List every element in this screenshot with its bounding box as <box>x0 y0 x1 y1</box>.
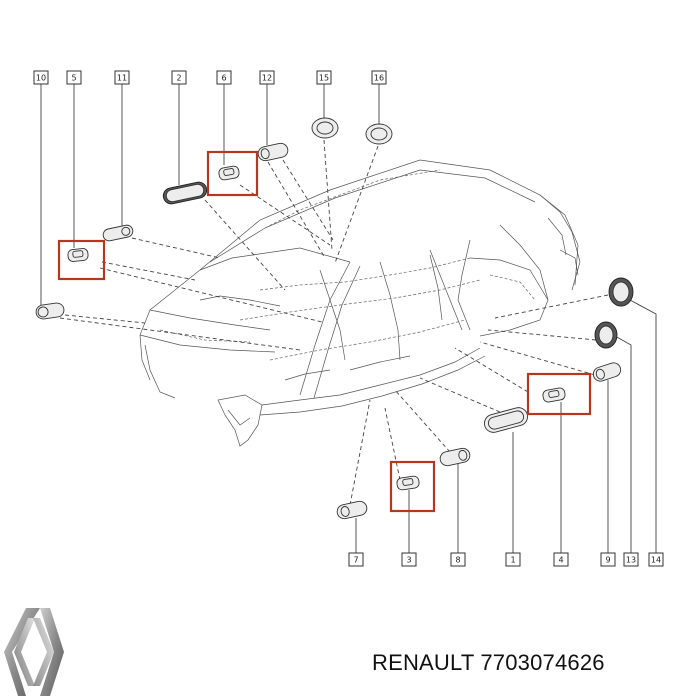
svg-text:15: 15 <box>319 74 329 83</box>
svg-text:13: 13 <box>626 556 636 565</box>
callout-11: 11 <box>114 70 130 85</box>
leader-lines <box>40 84 657 553</box>
plug-part-14 <box>608 277 634 307</box>
callout-13: 13 <box>623 552 639 567</box>
highlight-part-4 <box>526 372 592 416</box>
callout-6: 6 <box>216 70 232 85</box>
callout-16: 16 <box>371 70 387 85</box>
highlight-part-6 <box>206 150 259 197</box>
plug-part-4 <box>542 387 566 403</box>
car-underbody-drawing <box>139 159 581 447</box>
brand-name: RENAULT <box>372 650 475 675</box>
svg-text:4: 4 <box>558 556 563 565</box>
callout-3: 3 <box>401 552 417 567</box>
plug-part-12 <box>257 142 289 162</box>
renault-diamond-logo-icon <box>4 608 64 696</box>
svg-text:12: 12 <box>262 74 272 83</box>
callout-10: 10 <box>33 70 49 85</box>
highlight-part-3 <box>389 460 436 513</box>
plug-part-13 <box>594 321 618 349</box>
svg-text:2: 2 <box>176 74 181 83</box>
callout-2: 2 <box>171 70 187 85</box>
plug-part-8 <box>439 447 471 467</box>
plug-part-9 <box>592 362 622 382</box>
plug-part-15 <box>311 117 339 139</box>
callout-15: 15 <box>316 70 332 85</box>
svg-text:14: 14 <box>651 556 661 565</box>
svg-text:1: 1 <box>510 556 515 565</box>
svg-text:16: 16 <box>374 74 384 83</box>
part-caption: RENAULT 7703074626 <box>372 650 605 676</box>
svg-text:3: 3 <box>406 556 411 565</box>
plug-part-16 <box>365 123 393 145</box>
plug-part-2 <box>162 181 208 205</box>
callout-7: 7 <box>348 552 364 567</box>
callout-labels: 10 5 11 2 6 12 15 16 <box>33 70 664 567</box>
plug-part-5 <box>67 248 89 262</box>
svg-text:11: 11 <box>117 74 127 83</box>
svg-text:7: 7 <box>353 556 358 565</box>
svg-text:10: 10 <box>36 74 46 83</box>
callout-9: 9 <box>600 552 616 567</box>
callout-8: 8 <box>450 552 466 567</box>
callout-12: 12 <box>259 70 275 85</box>
svg-text:6: 6 <box>221 74 226 83</box>
plug-part-7 <box>336 500 368 520</box>
svg-text:9: 9 <box>605 556 610 565</box>
plug-part-11 <box>102 224 134 242</box>
plug-parts <box>35 117 634 520</box>
plug-part-3 <box>396 475 420 491</box>
plug-part-1 <box>483 407 529 433</box>
callout-4: 4 <box>553 552 569 567</box>
part-number: 7703074626 <box>480 650 605 675</box>
plug-part-10 <box>35 302 65 320</box>
highlight-boxes <box>57 150 592 513</box>
callout-5: 5 <box>66 70 82 85</box>
plug-part-6 <box>218 165 240 181</box>
callout-14: 14 <box>648 552 664 567</box>
highlight-part-5 <box>57 239 106 281</box>
svg-text:8: 8 <box>455 556 460 565</box>
svg-text:5: 5 <box>71 74 76 83</box>
callout-1: 1 <box>505 552 521 567</box>
